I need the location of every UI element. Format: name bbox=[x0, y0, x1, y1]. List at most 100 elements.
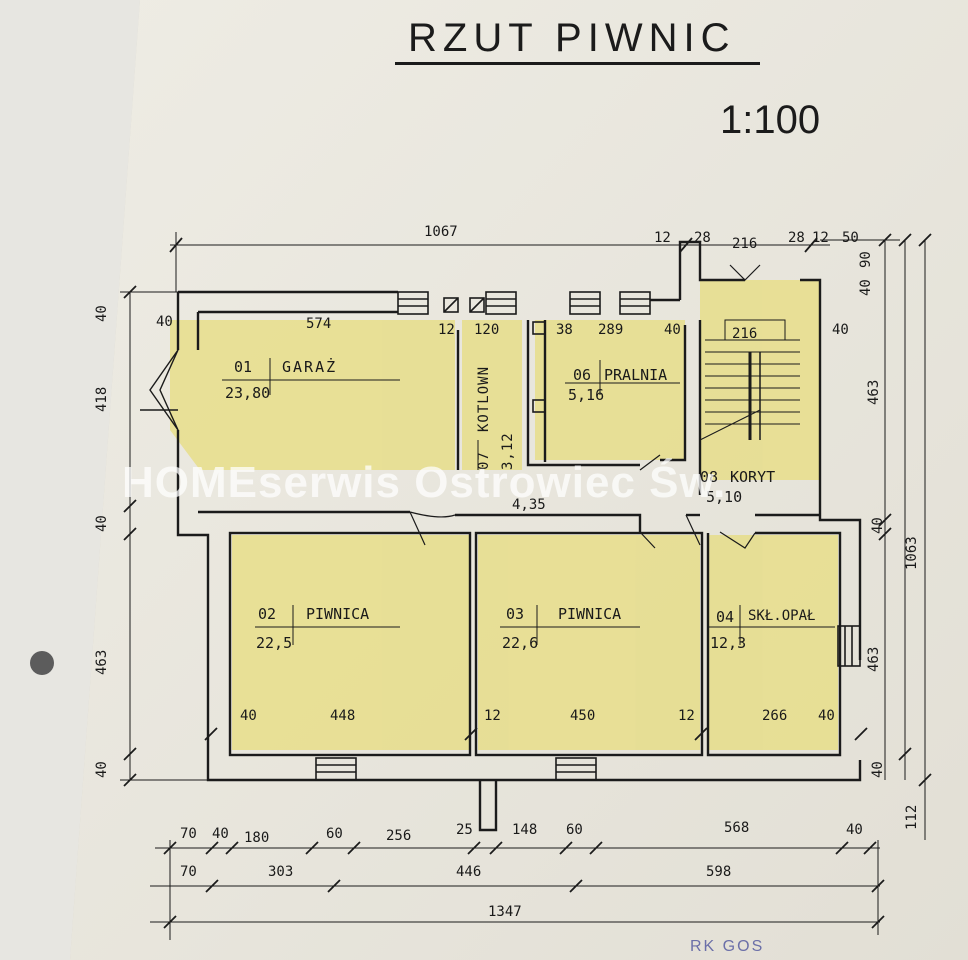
door-entrance bbox=[729, 264, 761, 281]
wall-outer-right bbox=[800, 278, 862, 660]
doors bbox=[409, 264, 761, 549]
dim-left-2: 418 bbox=[94, 386, 110, 412]
drawing-title: RZUT PIWNIC bbox=[408, 16, 736, 60]
window-4 bbox=[619, 291, 651, 315]
room-03-number: 03 bbox=[506, 605, 525, 623]
room-01-area: 23,80 bbox=[225, 384, 271, 402]
wall-piwnica-03 bbox=[474, 531, 704, 757]
label-lines bbox=[222, 358, 835, 645]
dim-right-2: 90 bbox=[858, 251, 874, 268]
fill-pralnia bbox=[535, 320, 685, 460]
dim-inner-bottom-1: 40 bbox=[240, 708, 257, 724]
dim-inner-top-5: 38 bbox=[556, 322, 573, 338]
dim-left-4: 463 bbox=[94, 649, 110, 675]
dimension-ticks bbox=[123, 233, 932, 929]
wall-chimney bbox=[678, 240, 745, 300]
room-04-name: SKŁ.OPAŁ bbox=[748, 608, 816, 624]
dim-inner-bottom-5: 12 bbox=[678, 708, 695, 724]
room-08-area: 5,10 bbox=[706, 488, 743, 506]
dim-right-3: 463 bbox=[866, 379, 882, 405]
vent-3 bbox=[532, 321, 546, 335]
dim-top-1: 12 bbox=[654, 230, 671, 246]
stamp-text: RK GOS bbox=[690, 938, 765, 955]
dim-bottom-r1-2: 40 bbox=[212, 826, 229, 842]
room-03-area: 22,6 bbox=[502, 634, 539, 652]
dim-right-5: 1063 bbox=[904, 536, 920, 570]
walls bbox=[176, 240, 862, 832]
dim-bottom-total: 1347 bbox=[488, 904, 522, 920]
dim-left-5: 40 bbox=[94, 761, 110, 778]
dim-right-1: 40 bbox=[858, 279, 874, 296]
dim-inner-bottom-3: 12 bbox=[484, 708, 501, 724]
room-fills bbox=[170, 280, 838, 750]
dim-top-4: 28 bbox=[788, 230, 805, 246]
dim-top-total: 1067 bbox=[424, 224, 458, 240]
dim-top-5: 12 bbox=[812, 230, 829, 246]
dim-inner-bottom-2: 448 bbox=[330, 708, 356, 724]
room-09-area: 4,35 bbox=[512, 497, 546, 513]
dim-top-3: 216 bbox=[732, 236, 758, 252]
dim-bottom-r1-9: 568 bbox=[724, 820, 750, 836]
dim-inner-top-3: 12 bbox=[438, 322, 455, 338]
window-7 bbox=[837, 625, 861, 667]
fill-kotlownia bbox=[462, 320, 522, 470]
dim-bottom-r1-5: 256 bbox=[386, 828, 412, 844]
dimension-lines bbox=[120, 232, 926, 940]
dim-bottom-r2-1: 70 bbox=[180, 864, 197, 880]
dim-top-2: 28 bbox=[694, 230, 711, 246]
wall-mid-center bbox=[455, 513, 642, 532]
dim-bottom-r1-3: 180 bbox=[244, 830, 270, 846]
room-01-number: 01 bbox=[234, 358, 253, 376]
fill-sklad-opalu bbox=[708, 535, 838, 750]
wall-pralnia-right bbox=[660, 325, 687, 462]
dim-bottom-r1-10: 40 bbox=[846, 822, 863, 838]
dim-bottom-r1-7: 148 bbox=[512, 822, 538, 838]
vent-2 bbox=[469, 297, 485, 313]
window-3 bbox=[569, 291, 601, 315]
dim-inner-bottom-7: 40 bbox=[818, 708, 835, 724]
room-08-name: KORYT bbox=[730, 468, 776, 486]
dim-inner-top-6: 289 bbox=[598, 322, 624, 338]
vent-1 bbox=[443, 297, 459, 313]
back-page bbox=[0, 0, 140, 960]
dim-bottom-r1-4: 60 bbox=[326, 826, 343, 842]
room-02-name: PIWNICA bbox=[306, 605, 370, 623]
dim-bottom-r1-1: 70 bbox=[180, 826, 197, 842]
dim-inner-top-8: 216 bbox=[732, 326, 758, 342]
title-underline bbox=[395, 62, 760, 65]
dim-bottom-r2-2: 303 bbox=[268, 864, 294, 880]
dim-left-1: 40 bbox=[94, 305, 110, 322]
room-06-area: 5,16 bbox=[568, 386, 605, 404]
dim-right-8: 112 bbox=[904, 804, 920, 830]
room-04-number: 04 bbox=[716, 608, 735, 626]
room-02-number: 02 bbox=[258, 605, 277, 623]
room-01-name: GARAŻ bbox=[282, 358, 338, 376]
wall-pralnia-left bbox=[526, 320, 640, 467]
door-garaz bbox=[409, 511, 456, 546]
window-2 bbox=[485, 291, 517, 315]
dim-bottom-r2-4: 598 bbox=[706, 864, 732, 880]
wall-protrusion bbox=[478, 780, 498, 832]
dim-inner-top-9: 40 bbox=[832, 322, 849, 338]
room-08-number: 08 bbox=[700, 468, 719, 486]
vent-4 bbox=[532, 399, 546, 413]
wall-outer-bottom bbox=[176, 430, 862, 782]
wall-sklad-opalu bbox=[706, 531, 842, 757]
dim-inner-bottom-6: 266 bbox=[762, 708, 788, 724]
window-5 bbox=[315, 757, 357, 781]
windows bbox=[315, 291, 861, 781]
door-stairs bbox=[685, 514, 756, 549]
dim-left-3: 40 bbox=[94, 515, 110, 532]
dim-top-6: 50 bbox=[842, 230, 859, 246]
room-06-name: PRALNIA bbox=[604, 366, 668, 384]
fill-piwnica-02 bbox=[232, 535, 470, 750]
room-07-name: KOTLOWN bbox=[476, 365, 492, 432]
dim-inner-top-2: 574 bbox=[306, 316, 332, 332]
dim-inner-bottom-4: 450 bbox=[570, 708, 596, 724]
dim-bottom-r1-8: 60 bbox=[566, 822, 583, 838]
dim-inner-top-7: 40 bbox=[664, 322, 681, 338]
room-04-area: 12,3 bbox=[710, 634, 747, 652]
punch-hole bbox=[30, 651, 54, 675]
